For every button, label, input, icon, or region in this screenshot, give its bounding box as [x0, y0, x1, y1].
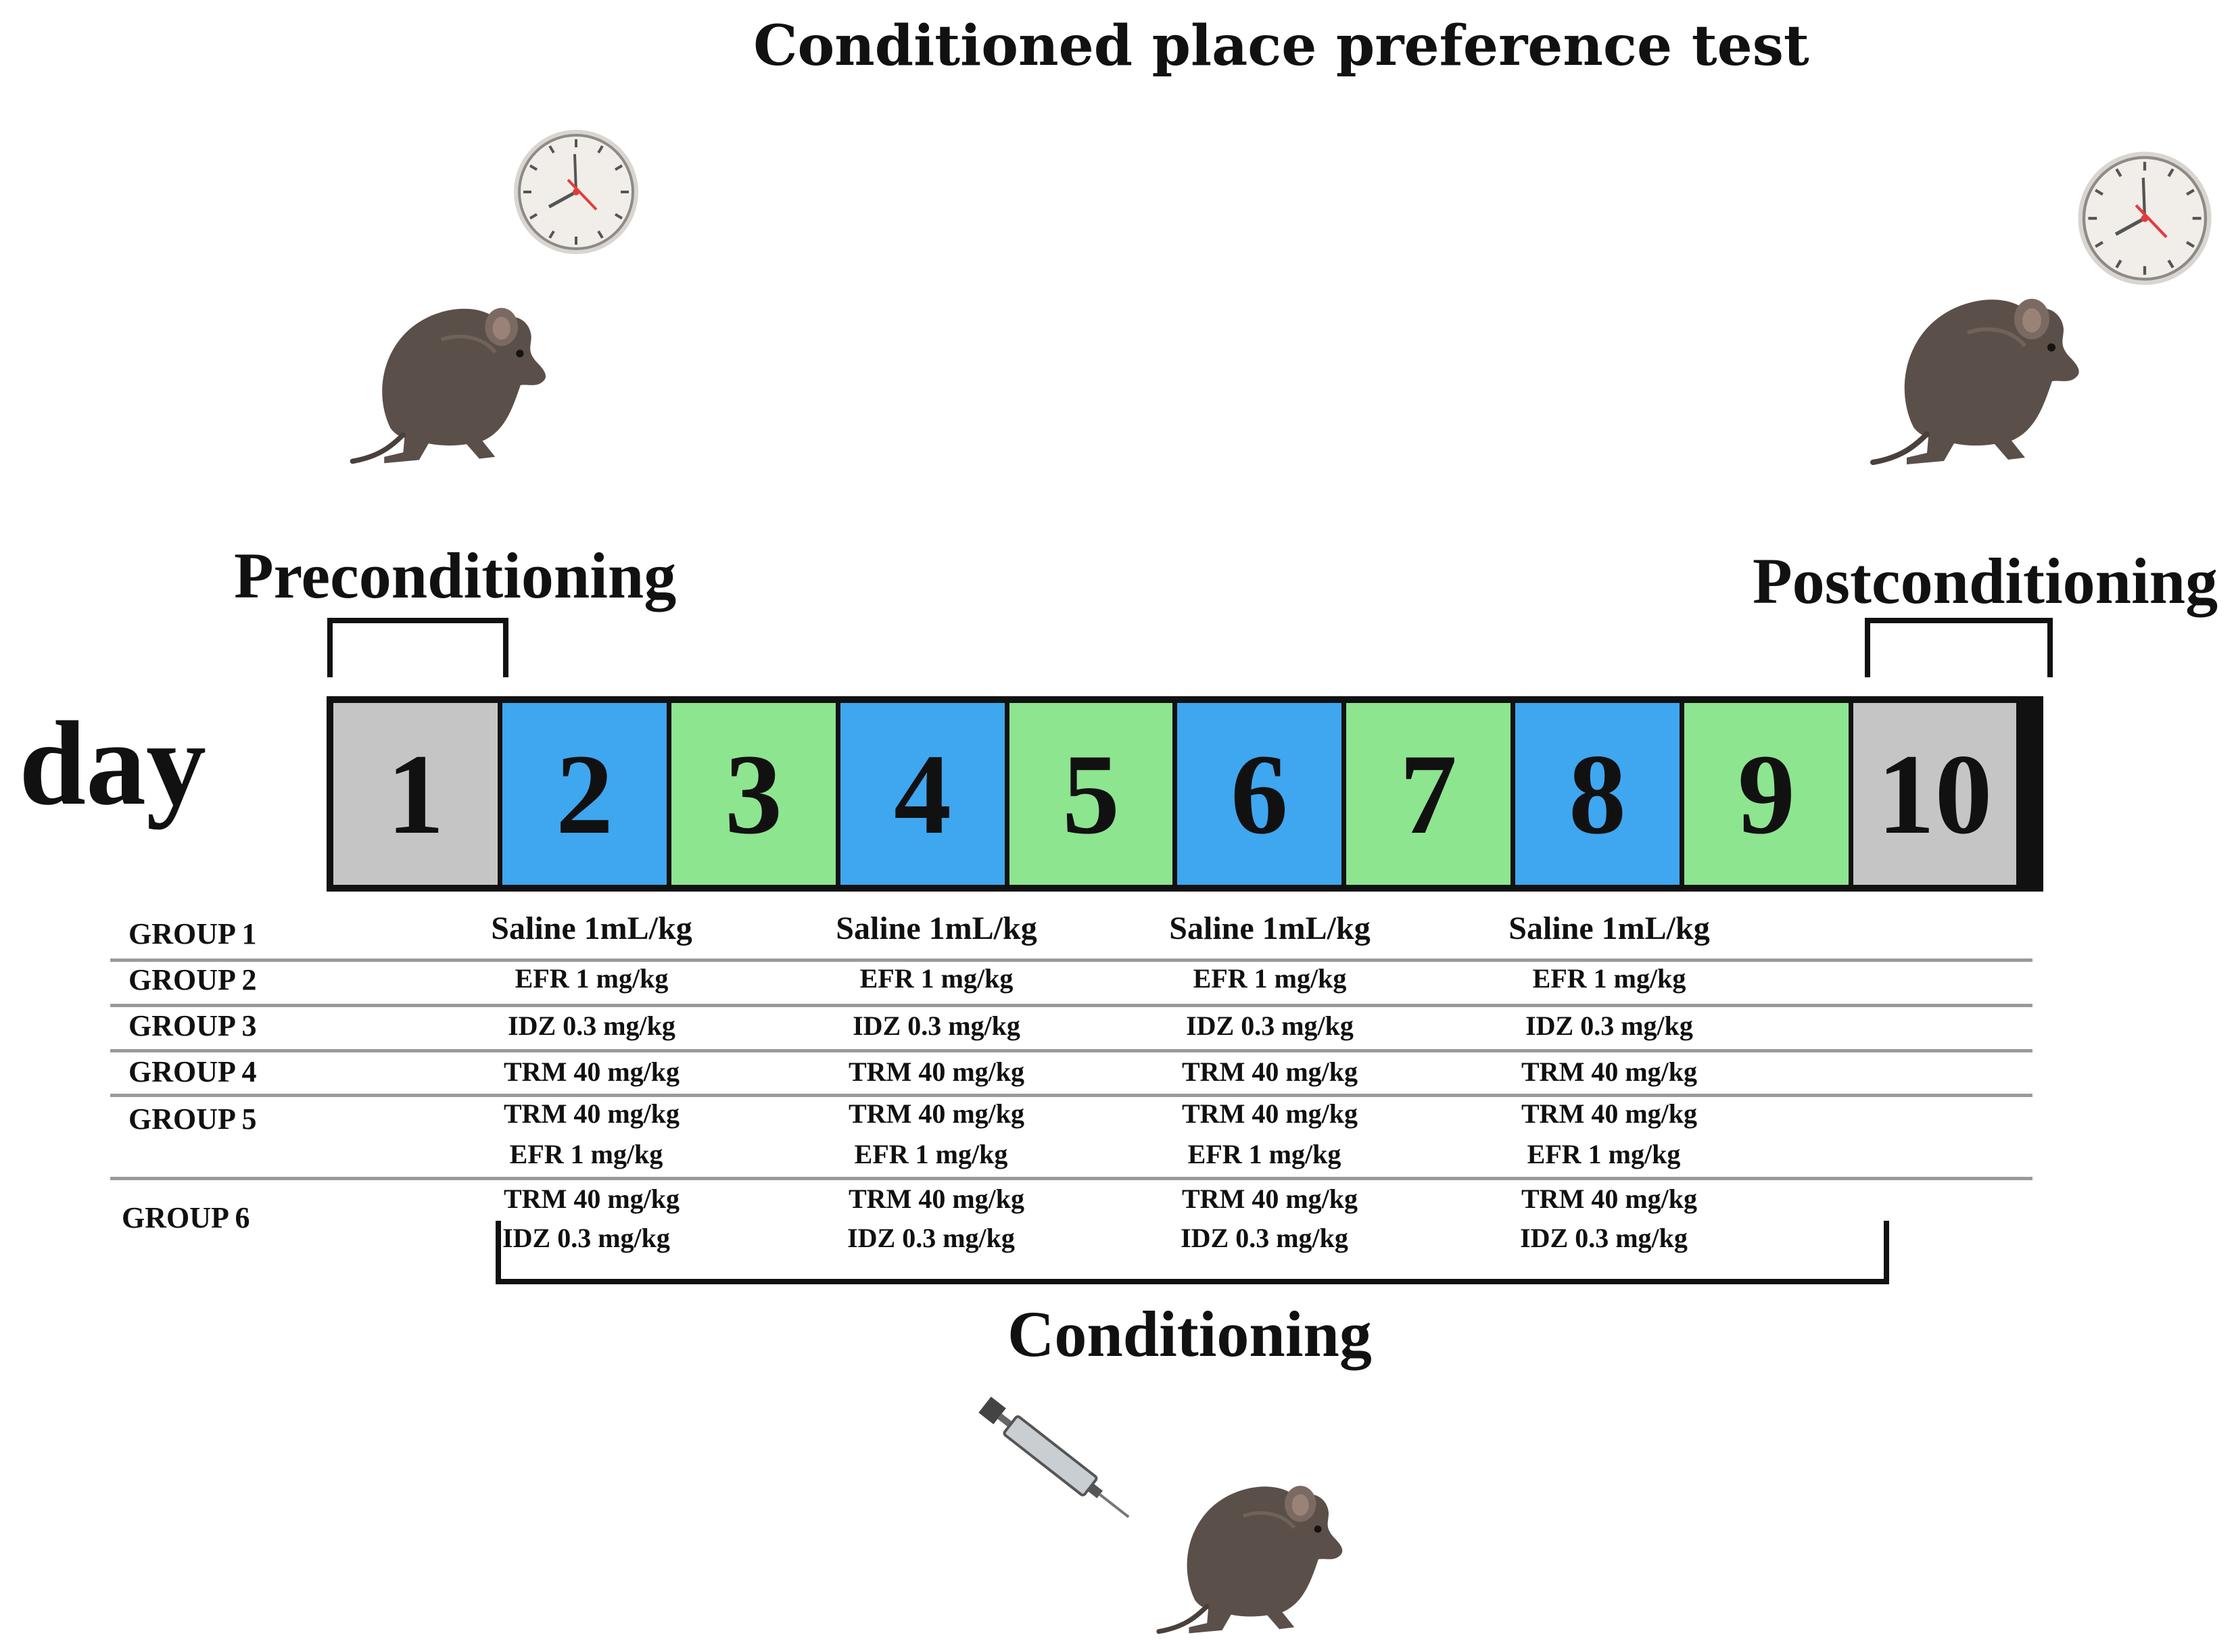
day-cell-5: 5: [1009, 703, 1177, 885]
preconditioning-bracket: [327, 618, 508, 677]
dose-label: IDZ 0.3 mg/kg: [1186, 1011, 1354, 1041]
dose-label: IDZ 0.3 mg/kg: [847, 1223, 1015, 1253]
day-cell-4: 4: [840, 703, 1009, 885]
group-label: GROUP 5: [128, 1102, 257, 1136]
dose-label: TRM 40 mg/kg: [1182, 1056, 1358, 1087]
dose-label: TRM 40 mg/kg: [504, 1098, 680, 1129]
day-axis-label: day: [19, 696, 206, 830]
rat-icon-left: [346, 283, 549, 485]
dose-label: TRM 40 mg/kg: [1521, 1184, 1697, 1214]
group-label: GROUP 1: [128, 917, 257, 950]
dose-label: Saline 1mL/kg: [836, 910, 1037, 946]
day-cell-7: 7: [1346, 703, 1515, 885]
dose-label: TRM 40 mg/kg: [504, 1184, 680, 1214]
postconditioning-bracket: [1865, 618, 2053, 677]
conditioning-label: Conditioning: [1007, 1298, 1372, 1370]
dose-label: EFR 1 mg/kg: [854, 1139, 1008, 1169]
rat-icon-bottom: [1153, 1474, 1346, 1643]
postconditioning-label: Postconditioning: [1753, 545, 2218, 617]
day-cell-6: 6: [1177, 703, 1346, 885]
group-separator: [110, 1049, 2032, 1052]
diagram-title: Conditioned place preference test: [753, 14, 1809, 78]
day-cell-3: 3: [671, 703, 840, 885]
day-cell-2: 2: [502, 703, 671, 885]
group-separator: [110, 1004, 2032, 1007]
dose-label: TRM 40 mg/kg: [1521, 1056, 1697, 1087]
dose-label: Saline 1mL/kg: [1169, 910, 1371, 946]
dose-label: Saline 1mL/kg: [491, 910, 692, 946]
dose-label: TRM 40 mg/kg: [1182, 1184, 1358, 1214]
day-cell-10: 10: [1853, 703, 2016, 885]
dose-label: EFR 1 mg/kg: [1187, 1139, 1341, 1169]
group-label: GROUP 6: [122, 1201, 250, 1234]
group-label: GROUP 2: [128, 963, 257, 996]
dose-label: EFR 1 mg/kg: [515, 963, 669, 994]
conditioning-bracket: [496, 1221, 1889, 1284]
group-label: GROUP 3: [128, 1009, 257, 1042]
clock-icon-left: [514, 130, 638, 254]
dose-label: IDZ 0.3 mg/kg: [1181, 1223, 1348, 1253]
dose-label: IDZ 0.3 mg/kg: [853, 1011, 1020, 1041]
group-label: GROUP 4: [128, 1055, 257, 1088]
dose-label: IDZ 0.3 mg/kg: [502, 1223, 670, 1253]
dose-label: TRM 40 mg/kg: [1182, 1098, 1358, 1129]
day-cell-1: 1: [333, 703, 502, 885]
dose-label: IDZ 0.3 mg/kg: [1525, 1011, 1693, 1041]
dose-label: TRM 40 mg/kg: [849, 1056, 1024, 1087]
dose-label: EFR 1 mg/kg: [1527, 1139, 1681, 1169]
rat-icon-right: [1863, 292, 2086, 468]
dose-label: EFR 1 mg/kg: [1532, 963, 1686, 994]
group-separator: [110, 1177, 2032, 1180]
day-cell-9: 9: [1684, 703, 1853, 885]
dose-label: TRM 40 mg/kg: [849, 1184, 1024, 1214]
clock-icon-right: [2078, 151, 2212, 285]
dose-label: EFR 1 mg/kg: [509, 1139, 663, 1169]
day-cell-8: 8: [1515, 703, 1684, 885]
dose-label: IDZ 0.3 mg/kg: [508, 1011, 675, 1041]
dose-label: TRM 40 mg/kg: [504, 1056, 680, 1087]
preconditioning-label: Preconditioning: [234, 539, 677, 612]
dose-label: EFR 1 mg/kg: [1193, 963, 1347, 994]
dose-label: TRM 40 mg/kg: [1521, 1098, 1697, 1129]
dose-label: Saline 1mL/kg: [1508, 910, 1710, 946]
group-separator: [110, 958, 2032, 962]
dose-label: IDZ 0.3 mg/kg: [1520, 1223, 1688, 1253]
group-separator: [110, 1094, 2032, 1097]
dose-label: EFR 1 mg/kg: [859, 963, 1014, 994]
syringe-icon: [978, 1396, 1130, 1518]
dose-label: TRM 40 mg/kg: [849, 1098, 1024, 1129]
